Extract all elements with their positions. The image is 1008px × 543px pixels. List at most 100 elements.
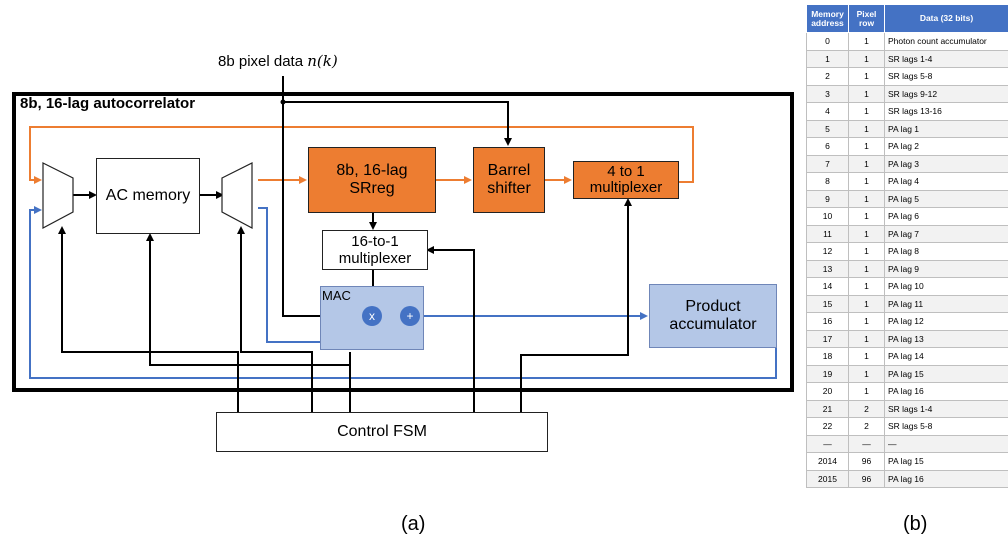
- header-pixel-row: Pixel row: [848, 4, 885, 33]
- cell-pixel-row: 96: [848, 452, 885, 471]
- cell-pixel-row: 1: [848, 364, 885, 383]
- cell-data: PA lag 2: [884, 137, 1008, 156]
- cell-pixel-row: 1: [848, 259, 885, 278]
- cell-data: SR lags 1-4: [884, 399, 1008, 418]
- memory-map-table: Memory address Pixel row Data (32 bits) …: [806, 4, 1008, 488]
- cell-data: SR lags 9-12: [884, 84, 1008, 103]
- cell-data: SR lags 1-4: [884, 49, 1008, 68]
- cell-address: 2015: [806, 469, 849, 488]
- pixel-data-label: 8b pixel data n(k): [218, 52, 338, 70]
- cell-address: 14: [806, 277, 849, 296]
- control-fsm-block: Control FSM: [216, 412, 548, 452]
- pixel-data-symbol: n(k): [307, 52, 338, 70]
- cell-pixel-row: 1: [848, 32, 885, 51]
- cell-address: 21: [806, 399, 849, 418]
- cell-data: PA lag 4: [884, 172, 1008, 191]
- mux-16to1-block: 16-to-1 multiplexer: [322, 230, 428, 270]
- cell-address: 0: [806, 32, 849, 51]
- barrel-label-line2: shifter: [487, 180, 531, 197]
- cell-data: PA lag 13: [884, 329, 1008, 348]
- control-wire-demux: [237, 226, 313, 412]
- product-label-line1: Product: [685, 298, 741, 315]
- shift-register-block: 8b, 16-lag SRreg: [308, 147, 436, 213]
- cell-address: —: [806, 434, 849, 453]
- product-label-line2: accumulator: [669, 316, 757, 333]
- cell-data: PA lag 15: [884, 364, 1008, 383]
- cell-pixel-row: 1: [848, 67, 885, 86]
- table-header-row: Memory address Pixel row Data (32 bits): [806, 4, 1008, 33]
- cell-address: 19: [806, 364, 849, 383]
- ac-memory-block: AC memory: [96, 158, 200, 234]
- header-memory-address: Memory address: [806, 4, 849, 33]
- cell-address: 6: [806, 137, 849, 156]
- add-symbol: +: [406, 309, 414, 323]
- cell-address: 7: [806, 154, 849, 173]
- mux-4to1-block: 4 to 1 multiplexer: [573, 161, 679, 199]
- cell-pixel-row: 1: [848, 207, 885, 226]
- cell-data: PA lag 16: [884, 469, 1008, 488]
- cell-data: PA lag 9: [884, 259, 1008, 278]
- cell-address: 16: [806, 312, 849, 331]
- mux4-label-line2: multiplexer: [589, 179, 663, 196]
- header-data: Data (32 bits): [884, 4, 1008, 33]
- cell-data: PA lag 6: [884, 207, 1008, 226]
- cell-data: Photon count accumulator: [884, 32, 1008, 51]
- cell-address: 4: [806, 102, 849, 121]
- mux4-label-line1: 4 to 1: [607, 163, 645, 180]
- cell-pixel-row: 1: [848, 49, 885, 68]
- control-wire-mux16: [426, 246, 475, 412]
- cell-address: 12: [806, 242, 849, 261]
- cell-address: 18: [806, 347, 849, 366]
- cell-pixel-row: 1: [848, 277, 885, 296]
- blue-feedback-wire: [29, 206, 777, 379]
- mux16-label-line1: 16-to-1: [351, 233, 399, 250]
- panel-label-b: (b): [903, 513, 928, 535]
- cell-data: PA lag 3: [884, 154, 1008, 173]
- cell-pixel-row: 1: [848, 382, 885, 401]
- cell-pixel-row: 1: [848, 119, 885, 138]
- cell-data: SR lags 5-8: [884, 417, 1008, 436]
- barrel-label-line1: Barrel: [487, 162, 531, 179]
- cell-address: 5: [806, 119, 849, 138]
- cell-data: —: [884, 434, 1008, 453]
- cell-data: PA lag 1: [884, 119, 1008, 138]
- cell-data: PA lag 14: [884, 347, 1008, 366]
- cell-address: 22: [806, 417, 849, 436]
- wire-pixel-barrel: [283, 101, 512, 146]
- ac-memory-label: AC memory: [105, 187, 191, 204]
- autocorrelator-title: 8b, 16-lag autocorrelator: [20, 95, 196, 112]
- pixel-data-text: 8b pixel data: [218, 53, 304, 70]
- cell-address: 13: [806, 259, 849, 278]
- cell-data: PA lag 15: [884, 452, 1008, 471]
- cell-address: 9: [806, 189, 849, 208]
- multiply-symbol: x: [369, 309, 375, 323]
- cell-pixel-row: —: [848, 434, 885, 453]
- table-row: ———: [806, 434, 1008, 453]
- add-operator: +: [400, 306, 420, 326]
- cell-pixel-row: 1: [848, 84, 885, 103]
- cell-address: 2014: [806, 452, 849, 471]
- cell-data: PA lag 16: [884, 382, 1008, 401]
- cell-address: 3: [806, 84, 849, 103]
- cell-pixel-row: 1: [848, 312, 885, 331]
- cell-data: SR lags 5-8: [884, 67, 1008, 86]
- cell-data: PA lag 7: [884, 224, 1008, 243]
- cell-pixel-row: 1: [848, 137, 885, 156]
- mac-label: MAC: [322, 288, 351, 303]
- output-demux-shape: [221, 162, 253, 229]
